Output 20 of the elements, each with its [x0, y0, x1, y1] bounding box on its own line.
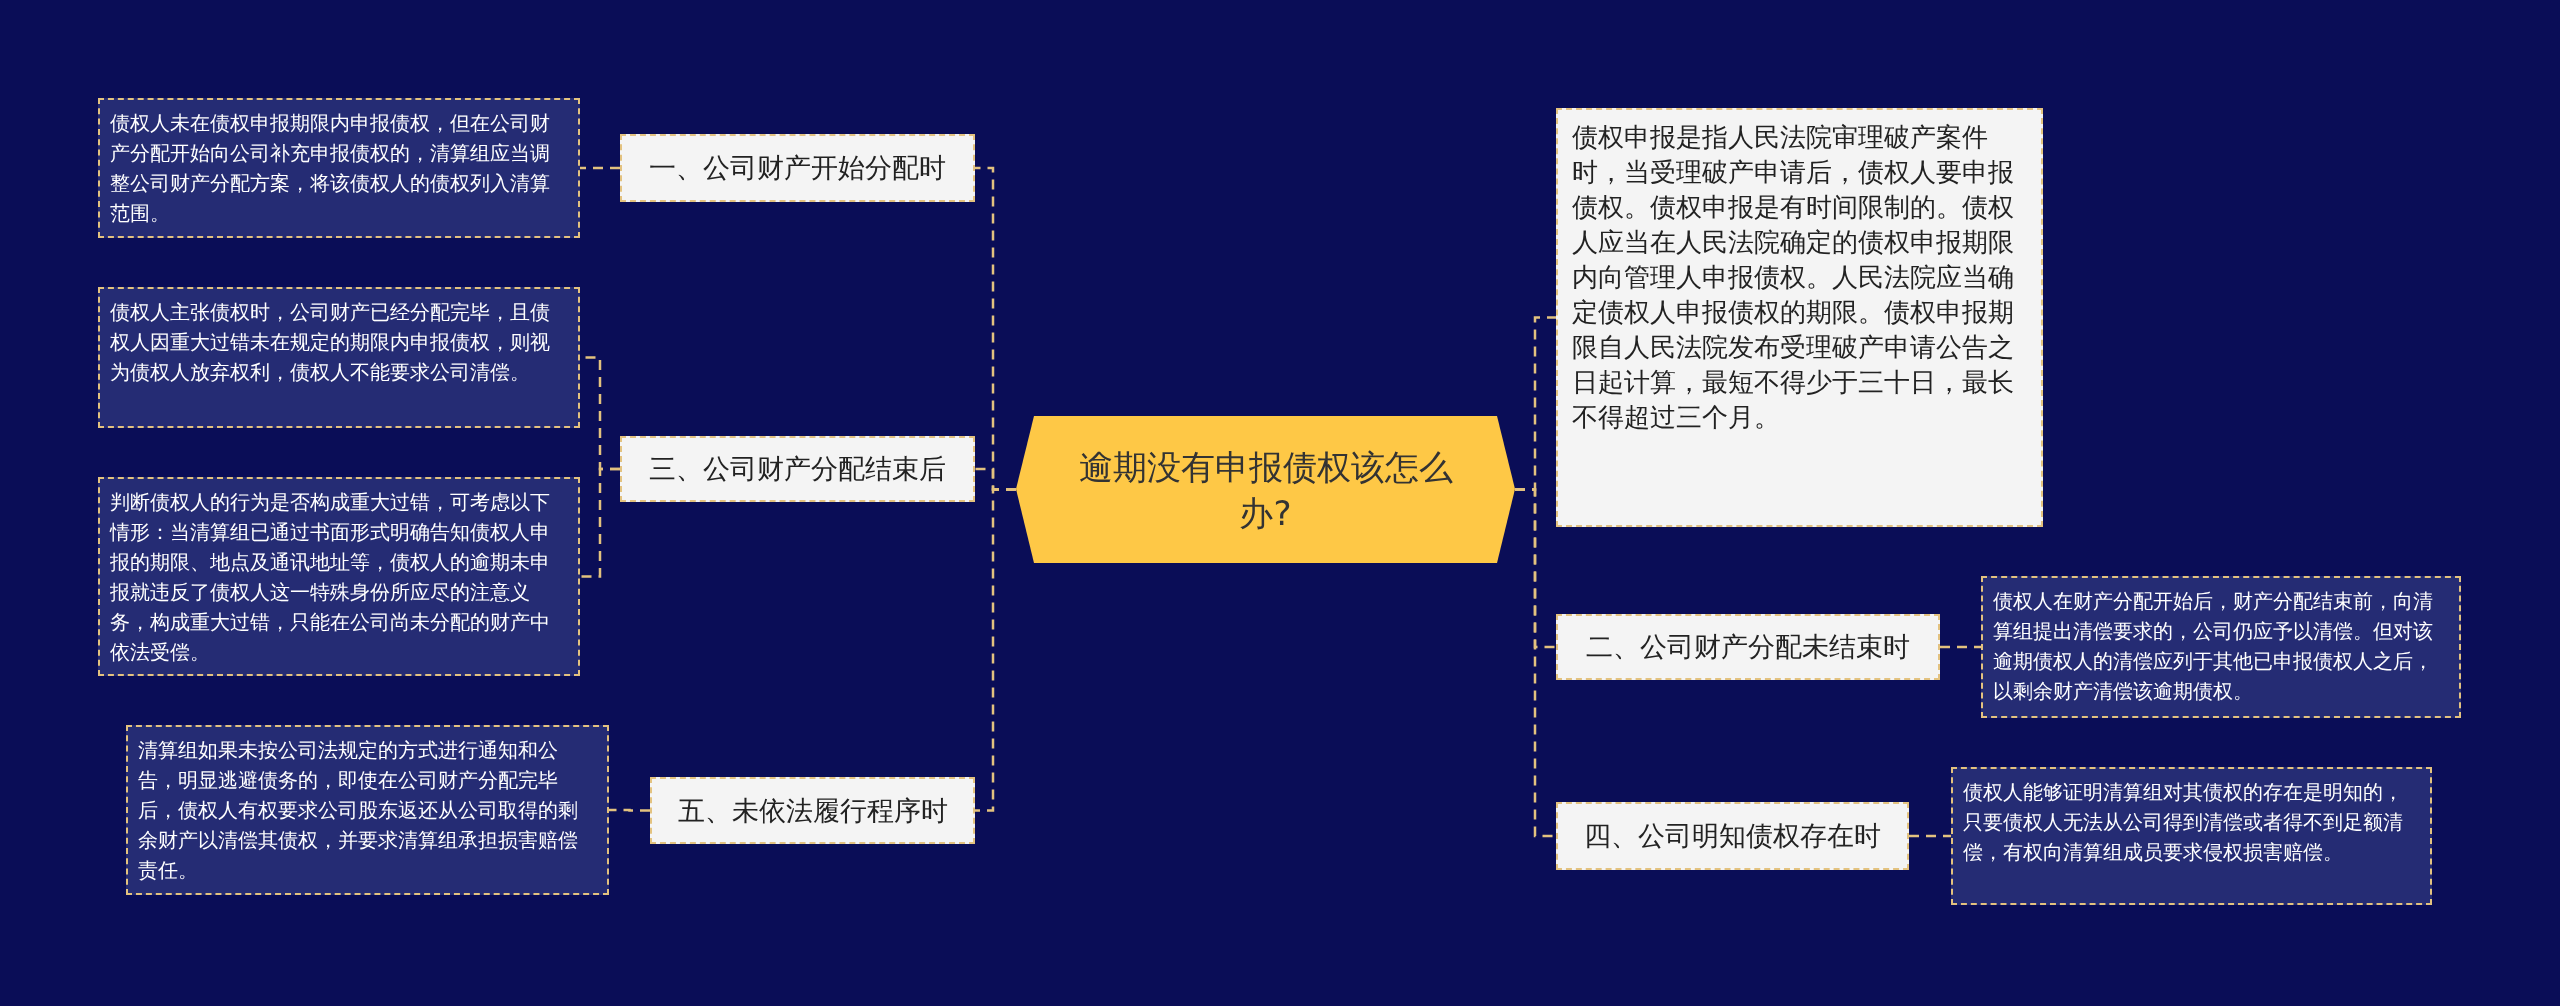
- branch-box: 五、未依法履行程序时: [650, 777, 975, 844]
- note-box: 债权人能够证明清算组对其债权的存在是明知的，只要债权人无法从公司得到清偿或者得不到足额清偿，有权向清算组成员要求侵权损害赔偿。: [1951, 767, 2432, 905]
- note-box: 债权申报是指人民法院审理破产案件时，当受理破产申请后，债权人要申报债权。债权申报是有时间限制的。债权人应当在人民法院确定的债权申报期限内向管理人申报债权。人民法院应当确定债权人申报债权的期限。债权申报期限自人民法院发布受理破产申请公告之日起计算，最短不得少于三十日，最长不得超过三个月。: [1556, 108, 2043, 527]
- connector-line: [1515, 488, 1556, 838]
- note-box: 判断债权人的行为是否构成重大过错，可考虑以下情形：当清算组已通过书面形式明确告知债权人申报的期限、地点及通讯地址等，债权人的逾期未申报就违反了债权人这一特殊身份所应尽的注意义务，构成重大过错，只能在公司尚未分配的财产中依法受偿。: [98, 477, 580, 676]
- connector-line: [609, 808, 650, 812]
- note-box: 债权人在财产分配开始后，财产分配结束前，向清算组提出清偿要求的，公司仍应予以清偿。但对该逾期债权人的清偿应列于其他已申报债权人之后，以剩余财产清偿该逾期债权。: [1981, 576, 2461, 718]
- topic-hexagon: 逾期没有申报债权该怎么办?: [1016, 416, 1515, 563]
- branch-box: 三、公司财产分配结束后: [620, 436, 975, 502]
- note-box: 债权人主张债权时，公司财产已经分配完毕，且债权人因重大过错未在规定的期限内申报债权，则视为债权人放弃权利，债权人不能要求公司清偿。: [98, 287, 580, 428]
- connector-line: [1909, 834, 1951, 838]
- branch-box: 四、公司明知债权存在时: [1556, 802, 1909, 870]
- connector-line: [975, 488, 1016, 812]
- branch-box: 二、公司财产分配未结束时: [1556, 614, 1940, 680]
- note-box: 清算组如果未按公司法规定的方式进行通知和公告，明显逃避债务的，即使在公司财产分配完毕后，债权人有权要求公司股东返还从公司取得的剩余财产以清偿其债权，并要求清算组承担损害赔偿责任。: [126, 725, 609, 895]
- note-box: 债权人未在债权申报期限内申报债权，但在公司财产分配开始向公司补充申报债权的，清算组应当调整公司财产分配方案，将该债权人的债权列入清算范围。: [98, 98, 580, 238]
- branch-box: 一、公司财产开始分配时: [620, 134, 975, 202]
- connector-line: [580, 467, 620, 578]
- connector-line: [580, 166, 620, 170]
- connector-line: [1940, 645, 1981, 649]
